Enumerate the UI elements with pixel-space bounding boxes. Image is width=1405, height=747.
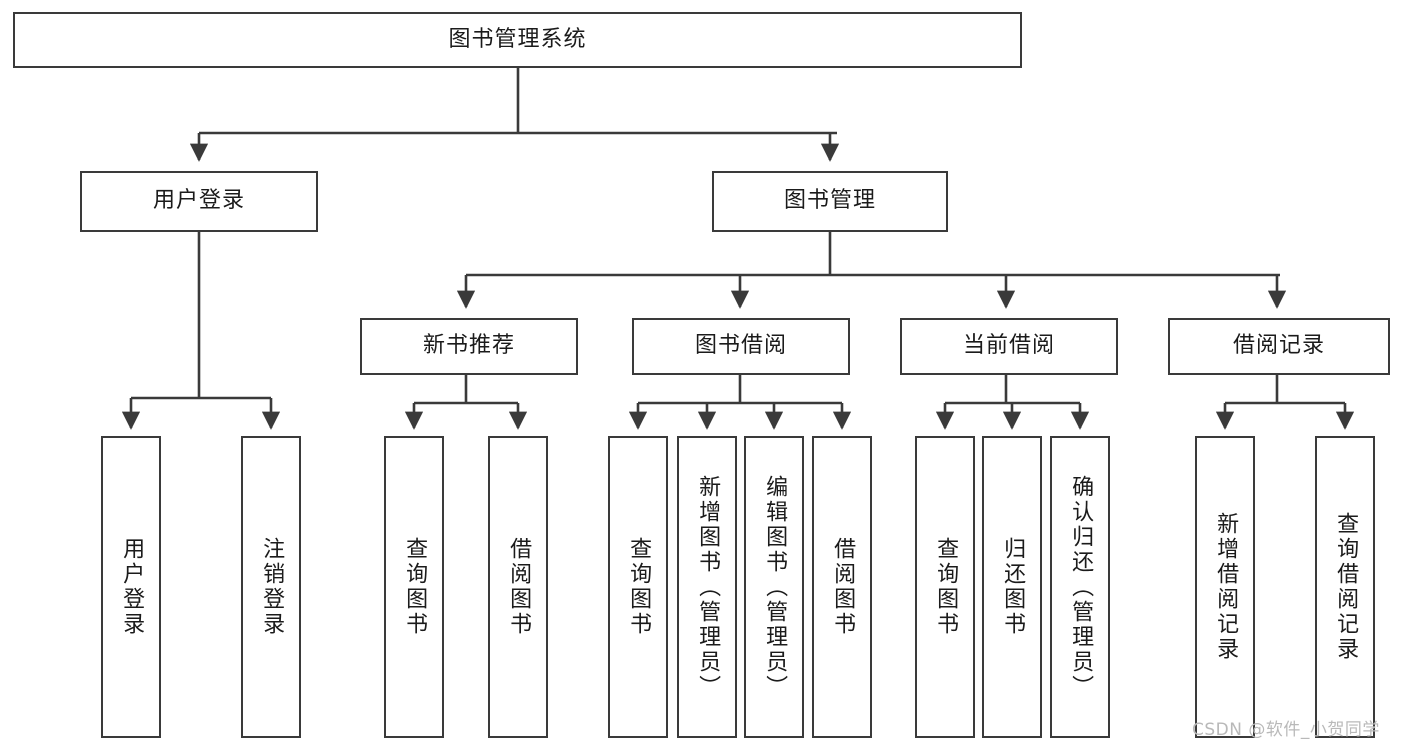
leaf-logout[interactable]: 注销登录 [241,436,301,738]
node-label: 借阅记录 [1232,333,1325,359]
node-label: 用户登录 [152,188,245,214]
node-root-system[interactable]: 图书管理系统 [13,12,1022,68]
node-label: 查询图书 [402,537,428,637]
leaf-query-book-current[interactable]: 查询图书 [915,436,975,738]
leaf-borrow-book-recommend[interactable]: 借阅图书 [488,436,548,738]
node-label: 图书借阅 [694,333,787,359]
leaf-query-book-borrow[interactable]: 查询图书 [608,436,668,738]
node-label: 查询图书 [626,537,652,637]
leaf-confirm-return-admin[interactable]: 确认归还（管理员） [1050,436,1110,738]
csdn-watermark: CSDN @软件_小贺同学 [1192,720,1380,740]
node-label: 归还图书 [1000,537,1026,637]
node-book-management[interactable]: 图书管理 [712,171,948,232]
node-label: 图书管理系统 [448,26,587,52]
node-label: 新增图书（管理员） [695,474,721,700]
node-label: 借阅图书 [506,537,532,637]
node-current-borrow[interactable]: 当前借阅 [900,318,1118,375]
leaf-user-login[interactable]: 用户登录 [101,436,161,738]
leaf-borrow-book[interactable]: 借阅图书 [812,436,872,738]
leaf-edit-book-admin[interactable]: 编辑图书（管理员） [744,436,804,738]
node-label: 查询图书 [933,537,959,637]
leaf-query-borrow-record[interactable]: 查询借阅记录 [1315,436,1375,738]
node-book-borrow[interactable]: 图书借阅 [632,318,850,375]
leaf-add-book-admin[interactable]: 新增图书（管理员） [677,436,737,738]
node-label: 用户登录 [119,537,145,637]
node-label: 新书推荐 [422,333,515,359]
leaf-query-book-recommend[interactable]: 查询图书 [384,436,444,738]
node-label: 图书管理 [783,188,876,214]
node-new-book-recommend[interactable]: 新书推荐 [360,318,578,375]
node-label: 新增借阅记录 [1213,512,1239,662]
node-label: 确认归还（管理员） [1068,474,1094,700]
leaf-add-borrow-record[interactable]: 新增借阅记录 [1195,436,1255,738]
node-label: 编辑图书（管理员） [762,474,788,700]
node-label: 查询借阅记录 [1333,512,1359,662]
leaf-return-book[interactable]: 归还图书 [982,436,1042,738]
node-borrow-record[interactable]: 借阅记录 [1168,318,1390,375]
node-label: 注销登录 [259,537,285,637]
node-user-login[interactable]: 用户登录 [80,171,318,232]
node-label: 借阅图书 [830,537,856,637]
node-label: 当前借阅 [962,333,1055,359]
